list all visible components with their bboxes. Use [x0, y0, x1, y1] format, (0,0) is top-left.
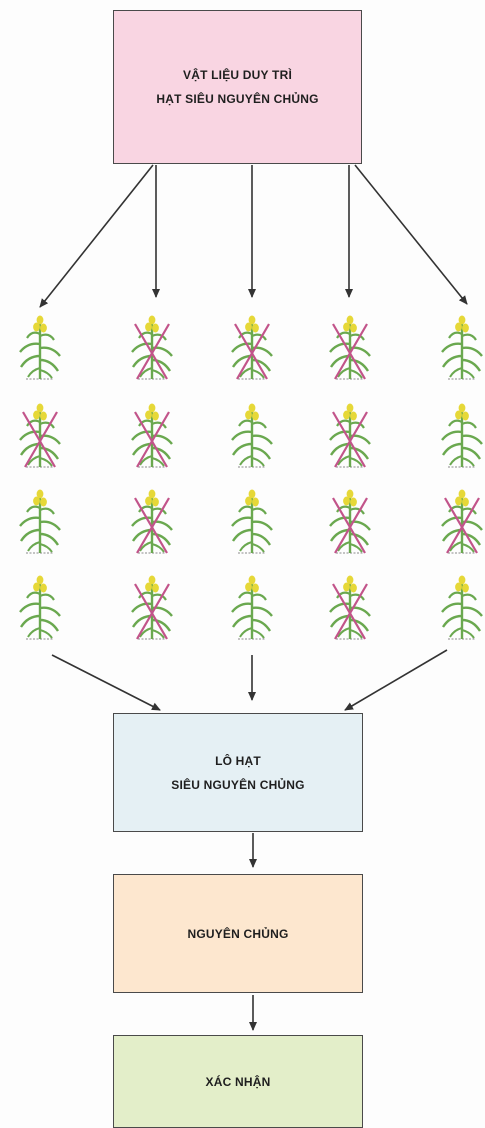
box-certified: XÁC NHẬN [113, 1035, 363, 1128]
plant-icon [19, 575, 61, 640]
plant-icon [441, 575, 483, 640]
plant-icon [441, 403, 483, 468]
plant-icon [231, 489, 273, 554]
rejected-plant-icon [329, 403, 371, 468]
plant-icon [231, 403, 273, 468]
rejected-plant-icon [231, 315, 273, 380]
rejected-plant-icon [131, 315, 173, 380]
box-certified-label: XÁC NHẬN [205, 1074, 271, 1089]
box-maintenance-material: VẬT LIỆU DUY TRÌ HẠT SIÊU NGUYÊN CHỦNG [113, 10, 362, 164]
box-elite: NGUYÊN CHỦNG [113, 874, 363, 993]
box-maintenance-material-line2: HẠT SIÊU NGUYÊN CHỦNG [156, 92, 319, 106]
rejected-plant-icon [131, 489, 173, 554]
plant-icon [19, 315, 61, 380]
rejected-plant-icon [329, 315, 371, 380]
plant-icon [19, 489, 61, 554]
box-elite-label: NGUYÊN CHỦNG [187, 926, 289, 941]
box-super-elite-lot-line1: LÔ HẠT [215, 753, 261, 768]
rejected-plant-icon [131, 403, 173, 468]
flow-arrow-5 [354, 164, 468, 305]
box-super-elite-lot: LÔ HẠT SIÊU NGUYÊN CHỦNG [113, 713, 363, 832]
plant-icon [441, 315, 483, 380]
box-super-elite-lot-line2: SIÊU NGUYÊN CHỦNG [171, 777, 305, 792]
arrows-layer [39, 164, 468, 1031]
flow-arrow-8 [344, 649, 448, 711]
box-maintenance-material-line1: VẬT LIỆU DUY TRÌ [183, 68, 292, 82]
rejected-plant-icon [329, 489, 371, 554]
rejected-plant-icon [329, 575, 371, 640]
flow-arrow-6 [51, 654, 161, 711]
plant-icon [231, 575, 273, 640]
rejected-plant-icon [441, 489, 483, 554]
plants-grid [19, 315, 483, 640]
flow-arrow-1 [39, 164, 154, 308]
rejected-plant-icon [131, 575, 173, 640]
rejected-plant-icon [19, 403, 61, 468]
